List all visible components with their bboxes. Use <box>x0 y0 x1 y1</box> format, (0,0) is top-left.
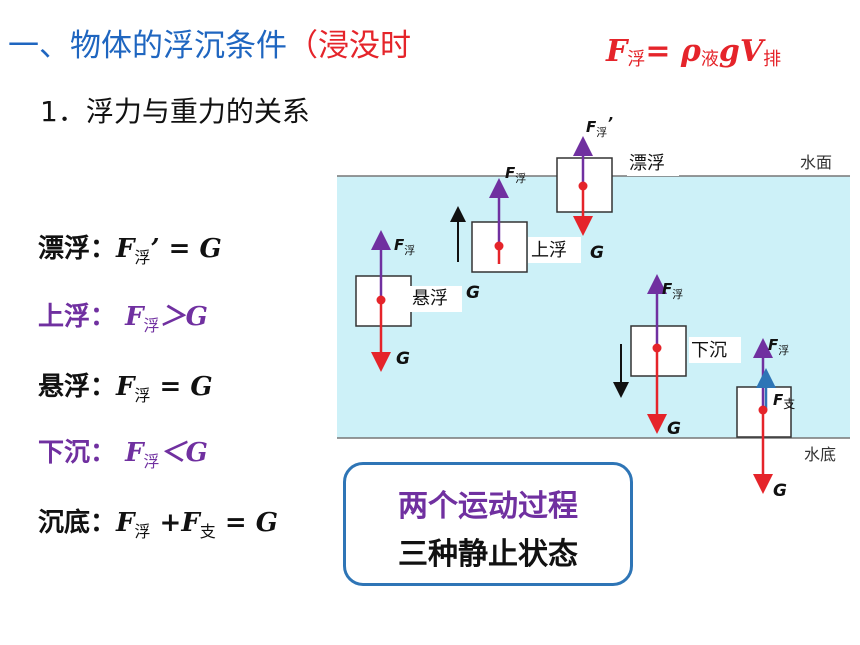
label-bg-suspend <box>410 286 462 312</box>
force-label-weight-rise: G <box>590 243 604 263</box>
condition-sink: 下沉： F浮＜G <box>38 438 208 472</box>
label-float: 漂浮 <box>629 153 665 174</box>
condition-suspend: 悬浮：F浮 = G <box>38 372 213 406</box>
force-label-buoy-float: F浮’ <box>586 114 613 139</box>
page-title: 一、物体的浮沉条件（浸没时 <box>8 28 411 64</box>
label-rise: 上浮 <box>531 240 567 261</box>
force-label-buoy-rise: F浮 <box>505 164 526 185</box>
water-bottom-label: 水底 <box>804 445 836 464</box>
force-label-weight-bottom: G <box>773 481 787 501</box>
center-suspend <box>376 295 386 305</box>
summary-line-1: 两个运动过程 <box>398 489 578 524</box>
force-label-weight-suspend-top: G <box>466 283 480 303</box>
summary-box: 两个运动过程 三种静止状态 <box>343 462 633 586</box>
force-label-buoy-suspend: F浮 <box>394 236 415 257</box>
center-float <box>578 181 588 191</box>
force-label-buoy-bottom: F浮 <box>768 336 789 357</box>
label-sink: 下沉 <box>691 340 727 361</box>
condition-float: 漂浮：F浮’ = G <box>38 234 222 268</box>
force-label-buoy-sink: F浮 <box>662 280 683 301</box>
center-bottom <box>758 405 768 415</box>
force-label-support-bottom: F支 <box>773 391 795 411</box>
buoyancy-formula: F浮= ρ液gV排 <box>606 34 782 70</box>
label-suspend: 悬浮 <box>412 288 448 309</box>
label-bg-rise <box>528 237 581 263</box>
center-rise <box>494 241 504 251</box>
force-label-weight-sink: G <box>667 419 681 439</box>
water-surface-label: 水面 <box>800 153 832 172</box>
condition-rise: 上浮： F浮＞G <box>38 302 208 336</box>
label-bg-sink <box>689 337 741 363</box>
force-label-weight-suspend: G <box>396 349 410 369</box>
condition-bottom: 沉底：F浮 +F支 = G <box>38 508 278 542</box>
center-sink <box>652 343 662 353</box>
subheading: 1．浮力与重力的关系 <box>40 95 310 128</box>
summary-line-2: 三种静止状态 <box>398 537 578 572</box>
label-bg-float <box>627 150 679 176</box>
